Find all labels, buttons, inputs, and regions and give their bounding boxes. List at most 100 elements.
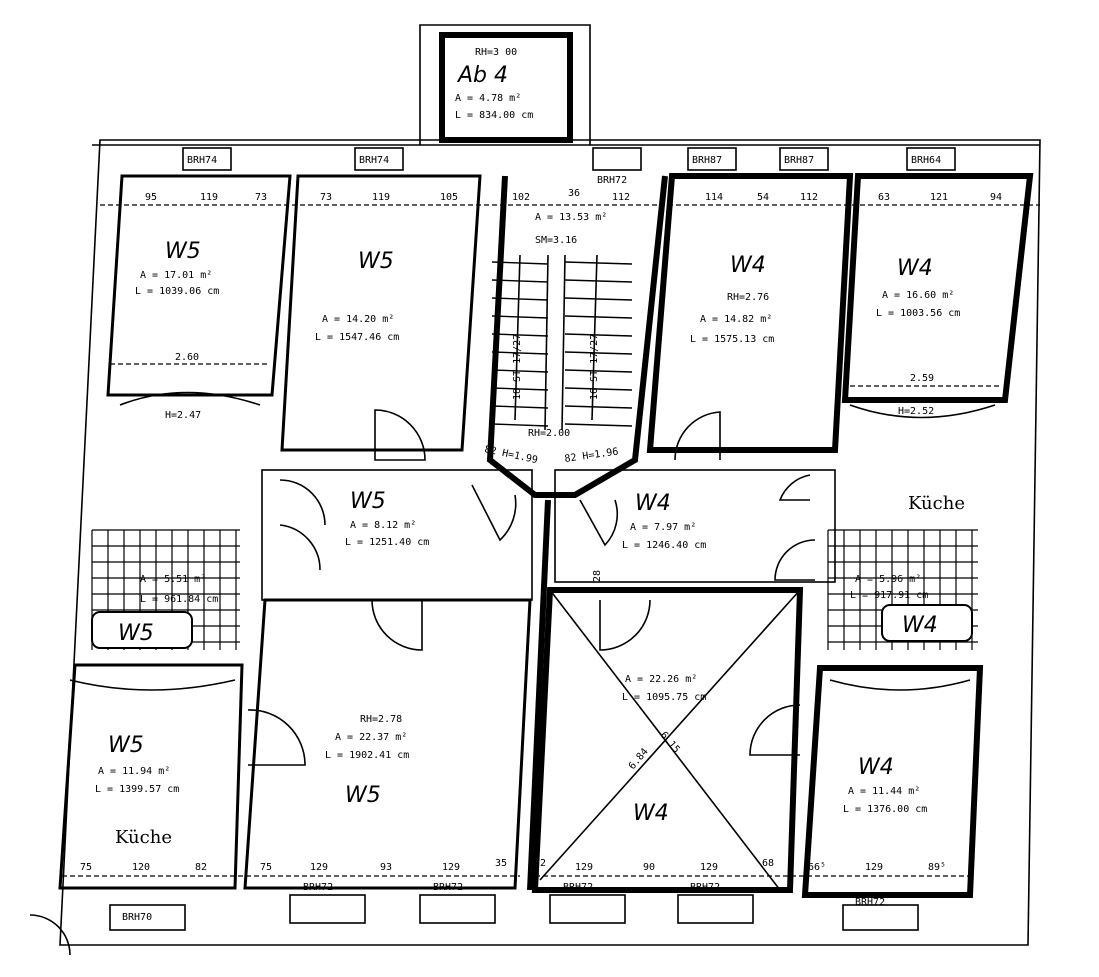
window-label: BRH72 [433,882,463,893]
dim-label: 35 [495,858,507,869]
dim-label: 120 [132,862,150,873]
w4-hall-outline [554,469,836,583]
perimeter-label: L = 1246.40 cm [622,540,706,551]
central-wall [527,499,551,891]
annex-label: Ab 4 [456,63,508,88]
dim-label: 73 [255,192,267,203]
perimeter-label: L = 1095.75 cm [622,692,706,703]
area-label: A = 22.37 m² [335,732,407,743]
stair-tread [564,423,633,427]
stairs-left-label: 18 ST 17/27 [512,334,523,400]
dim-label: 129 [700,862,718,873]
diagonal-dim: 6.15 [658,730,682,756]
perimeter-label: L = 1902.41 cm [325,750,409,761]
unit-label: W5 [118,621,154,646]
window-label: BRH74 [359,155,389,166]
outer-wall [59,139,1041,946]
dimension-lines [62,204,1040,877]
stair-tread [491,369,549,373]
stair-treads [491,254,633,431]
height-mark: H=2.47 [165,410,201,421]
window-label: BRH64 [911,155,941,166]
landing-height: RH=2.00 [528,428,570,439]
stair-stringer [561,254,566,431]
dim-label: 82 [195,862,207,873]
stairs-right-label: 16 ST 17/27 [589,334,600,400]
dim-label: 95 [145,192,157,203]
area-label: A = 22.26 m² [625,674,697,685]
perimeter-label: L = 1575.13 cm [690,334,774,345]
unit-label: W4 [858,755,894,780]
window-label: BRH72 [855,897,885,908]
width-dim: 2.59 [910,373,934,384]
perimeter-label: L = 1547.46 cm [315,332,399,343]
dim-label: 90 [643,862,655,873]
unit-label: W5 [358,249,394,274]
dim-label: 129 [310,862,328,873]
annex-height: RH=3 00 [475,47,517,58]
room-height: RH=2.76 [727,292,769,303]
area-label: A = 13.53 m² [535,212,607,223]
stair-stringer [544,254,549,431]
perimeter-label: L = 961.84 cm [140,594,218,605]
outer-wall-inner [92,24,1040,146]
perimeter-label: L = 1399.57 cm [95,784,179,795]
dim-label: 63 [878,192,890,203]
window-label: BRH72 [597,175,627,186]
dim-label: 94 [990,192,1002,203]
landing-right: 82 H=1.96 [564,447,619,465]
annex-room [439,32,573,143]
stair-tread [491,351,549,355]
room-w5-top-left [106,174,292,397]
area-label: A = 5.51 m² [140,574,206,585]
dim-label: 75 [80,862,92,873]
window-label: BRH72 [303,882,333,893]
room-w5-kitchen [58,663,244,890]
dim-label: 112 [612,192,630,203]
height-mark: H=2.52 [898,406,934,417]
stair-tread [564,261,633,265]
dim-label: 119 [372,192,390,203]
window-label: BRH74 [187,155,217,166]
room-height: RH=2.78 [360,714,402,725]
room-w5-bottom-center [243,598,532,890]
area-label: A = 8.12 m² [350,520,416,531]
top-windows [182,147,956,171]
perimeter-label: L = 917.91 cm [850,590,928,601]
dim-label: 66⁵ [808,862,826,873]
dim-label: 75 [260,862,272,873]
w5-bathtub [91,611,193,649]
window-label: BRH70 [122,912,152,923]
dim-label: 73 [320,192,332,203]
unit-label: W5 [165,239,201,264]
area-label: A = 14.82 m² [700,314,772,325]
stair-tread [564,333,633,337]
stair-tread [491,333,549,337]
dim-label: 102 [512,192,530,203]
dim-label: 129 [575,862,593,873]
w4-bathtub [881,604,973,642]
stair-tread [564,369,633,373]
stair-tread [491,423,549,427]
stair-tread [491,315,549,319]
unit-label: W5 [345,783,381,808]
window-label: BRH72 [690,882,720,893]
area-label: A = 11.44 m² [848,786,920,797]
dim-label: 54 [757,192,769,203]
area-label: A = 11.94 m² [98,766,170,777]
dim-label: 112 [800,192,818,203]
window-label: BRH72 [563,882,593,893]
annex-area: A = 4.78 m² [455,93,521,104]
window-label: BRH87 [692,155,722,166]
dim-label: 2 [540,858,546,869]
dim-label: 93 [380,862,392,873]
room-w4-top-right [841,173,1034,403]
room-w4-top-center [646,173,854,453]
dim-label: 114 [705,192,723,203]
stair-tread [491,405,549,409]
diagonal-dim: 6.84 [627,746,651,772]
dim-label: 119 [200,192,218,203]
dim-label: 121 [930,192,948,203]
width-dim: 2.60 [175,352,199,363]
